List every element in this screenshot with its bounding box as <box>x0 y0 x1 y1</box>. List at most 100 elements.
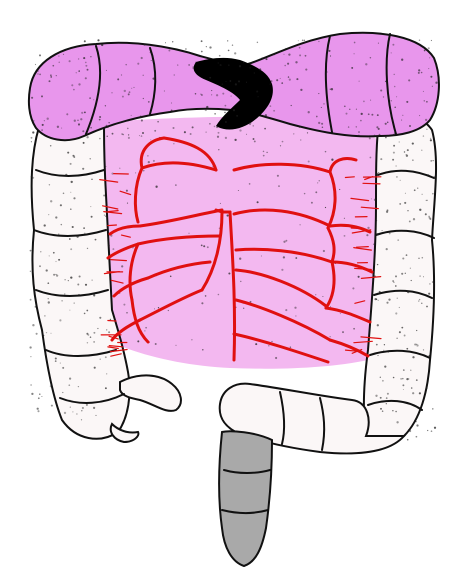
stipple-dot <box>225 81 226 82</box>
stipple-dot <box>427 174 429 176</box>
stipple-dot <box>328 50 330 52</box>
stipple-dot <box>85 62 87 64</box>
stipple-dot <box>55 261 56 262</box>
stipple-dot <box>89 97 91 99</box>
stipple-dot <box>239 258 241 260</box>
stipple-dot <box>52 65 54 67</box>
stipple-dot <box>121 265 123 267</box>
stipple-dot <box>427 200 428 201</box>
vessel-twig <box>351 228 361 229</box>
stipple-dot <box>43 335 44 336</box>
stipple-dot <box>141 135 143 137</box>
stipple-dot <box>342 331 344 333</box>
stipple-dot <box>48 298 49 299</box>
stipple-dot <box>108 331 110 333</box>
stipple-dot <box>261 255 262 256</box>
stipple-dot <box>382 230 383 231</box>
stipple-dot <box>84 313 86 315</box>
stipple-dot <box>70 192 71 193</box>
stipple-dot <box>295 257 297 259</box>
stipple-dot <box>30 299 32 301</box>
stipple-dot <box>404 151 405 152</box>
stipple-dot <box>327 71 328 72</box>
stipple-dot <box>361 113 363 115</box>
stipple-dot <box>175 184 176 185</box>
stipple-dot <box>121 74 122 75</box>
stipple-dot <box>307 132 308 133</box>
stipple-dot <box>61 128 62 129</box>
stipple-dot <box>209 46 211 48</box>
stipple-dot <box>148 161 150 163</box>
stipple-dot <box>349 109 350 110</box>
stipple-dot <box>402 378 404 380</box>
stipple-dot <box>124 90 126 92</box>
stipple-dot <box>352 287 354 289</box>
stipple-dot <box>376 220 377 221</box>
stipple-dot <box>305 69 307 71</box>
stipple-dot <box>379 134 381 136</box>
stipple-dot <box>304 193 305 194</box>
stipple-dot <box>87 69 89 71</box>
stipple-dot <box>228 272 230 274</box>
stipple-dot <box>107 136 108 137</box>
stipple-dot <box>185 48 187 50</box>
stipple-dot <box>386 248 388 250</box>
stipple-dot <box>395 165 396 166</box>
stipple-dot <box>285 240 287 242</box>
stipple-dot <box>411 387 413 389</box>
stipple-dot <box>86 136 88 138</box>
stipple-dot <box>211 94 212 95</box>
stipple-dot <box>60 363 61 364</box>
stipple-dot <box>382 380 384 382</box>
stipple-dot <box>170 276 172 278</box>
stipple-dot <box>431 430 433 432</box>
stipple-dot <box>258 96 259 97</box>
stipple-dot <box>426 101 428 103</box>
stipple-dot <box>97 39 99 41</box>
stipple-dot <box>435 82 437 84</box>
stipple-dot <box>285 309 287 311</box>
stipple-dot <box>158 307 159 308</box>
stipple-dot <box>64 279 65 280</box>
stipple-dot <box>416 379 418 381</box>
stipple-dot <box>49 378 50 379</box>
stipple-dot <box>386 397 388 399</box>
stipple-dot <box>78 123 80 125</box>
stipple-dot <box>110 319 111 320</box>
stipple-dot <box>374 199 376 201</box>
stipple-dot <box>317 182 318 183</box>
stipple-dot <box>353 328 355 330</box>
stipple-dot <box>37 70 39 72</box>
stipple-dot <box>76 236 78 238</box>
stipple-dot <box>393 152 395 154</box>
stipple-dot <box>428 68 429 69</box>
stipple-dot <box>374 135 376 137</box>
stipple-dot <box>266 58 268 60</box>
stipple-dot <box>330 306 331 307</box>
stipple-dot <box>275 357 277 359</box>
stipple-dot <box>35 306 36 307</box>
stipple-dot <box>125 64 127 66</box>
stipple-dot <box>83 227 85 229</box>
stipple-dot <box>100 359 101 360</box>
stipple-dot <box>401 327 403 329</box>
stipple-dot <box>353 53 354 54</box>
stipple-dot <box>383 350 384 351</box>
stipple-dot <box>227 40 228 41</box>
stipple-dot <box>50 76 52 78</box>
stipple-dot <box>380 397 382 399</box>
stipple-dot <box>192 126 194 128</box>
stipple-dot <box>152 77 154 79</box>
stipple-dot <box>356 126 357 127</box>
stipple-dot <box>331 159 333 161</box>
stipple-dot <box>85 77 87 79</box>
stipple-dot <box>128 134 129 135</box>
stipple-dot <box>188 233 189 234</box>
stipple-dot <box>391 100 392 101</box>
stipple-dot <box>92 280 93 281</box>
stipple-dot <box>224 112 225 113</box>
stipple-dot <box>281 82 283 84</box>
stipple-dot <box>378 172 380 174</box>
stipple-dot <box>51 405 53 407</box>
stipple-dot <box>249 67 250 68</box>
